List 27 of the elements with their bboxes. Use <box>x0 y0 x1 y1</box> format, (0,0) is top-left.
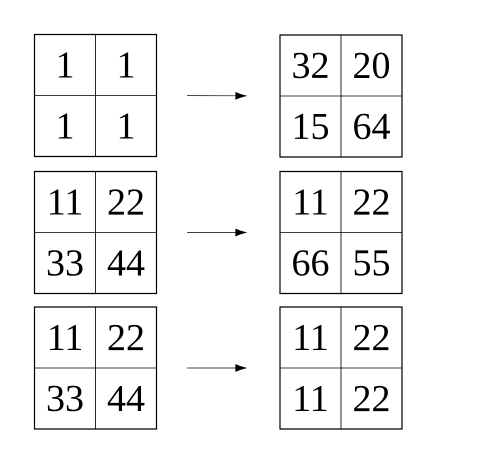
grid-cell: 11 <box>280 171 342 233</box>
grid-cell: 1 <box>95 95 157 157</box>
arrow <box>186 228 246 236</box>
grid-cell: 1 <box>34 34 96 96</box>
grid-cell: 11 <box>34 306 96 368</box>
grid-cell: 22 <box>95 306 157 368</box>
grid-cell: 22 <box>340 171 402 233</box>
grid-cell: 22 <box>340 306 402 368</box>
grid-cell: 22 <box>95 171 157 233</box>
grid-cell: 11 <box>34 171 96 233</box>
grid-cell: 11 <box>280 368 342 430</box>
grid-cell: 1 <box>34 95 96 157</box>
arrow <box>186 364 246 372</box>
grid-cell: 15 <box>280 96 342 158</box>
grid-cell: 64 <box>340 96 402 158</box>
grid-cell: 11 <box>280 306 342 368</box>
grid-cell: 33 <box>34 368 96 430</box>
grid-cell: 20 <box>340 34 402 96</box>
grid-cell: 1 <box>95 34 157 96</box>
grid-cell: 55 <box>340 232 402 294</box>
grid-cell: 66 <box>280 232 342 294</box>
grid-cell: 33 <box>34 232 96 294</box>
grid-cell: 44 <box>95 368 157 430</box>
grid-cell: 32 <box>280 34 342 96</box>
grid-cell: 44 <box>95 232 157 294</box>
grid-cell: 22 <box>340 368 402 430</box>
arrow <box>186 92 246 100</box>
